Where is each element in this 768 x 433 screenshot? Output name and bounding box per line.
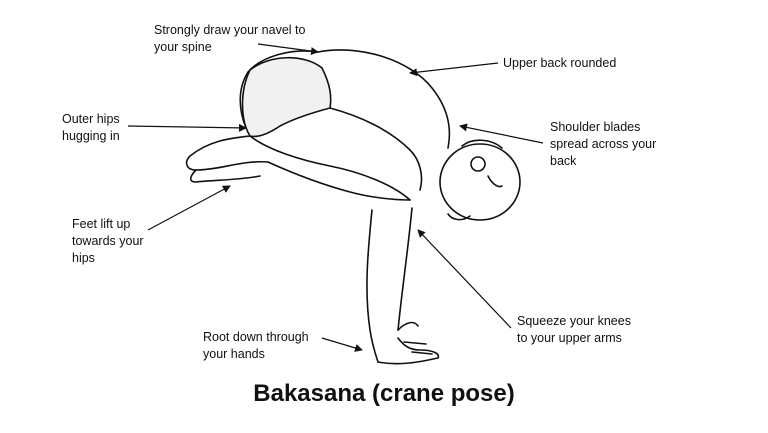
foot [189, 169, 261, 183]
hands-leader [321, 337, 363, 352]
figure [185, 49, 521, 365]
upper-back-leader [409, 62, 499, 77]
feet-leader [147, 185, 231, 231]
hand [377, 337, 440, 365]
annotation-navel: Strongly draw your navel to your spine [154, 23, 306, 54]
shorts [241, 56, 332, 138]
annotation-knees: Squeeze your knees to your upper arms [517, 314, 631, 345]
outer-hips-leader [127, 123, 247, 132]
annotation-feet: Feet lift up towards your hips [72, 217, 144, 265]
head [439, 143, 521, 221]
figure-title: Bakasana (crane pose) [253, 380, 515, 407]
navel-leader [257, 43, 319, 56]
annotation-upper-back: Upper back rounded [503, 56, 617, 70]
arm [366, 209, 379, 363]
shoulder-blades-leader [459, 123, 544, 144]
annotation-shoulder-blades: Shoulder blades spread across your back [550, 120, 657, 168]
leader-lines [127, 43, 544, 352]
annotation-outer-hips: Outer hips hugging in [62, 112, 120, 143]
annotation-hands: Root down through your hands [203, 330, 309, 361]
knees-leader [417, 229, 512, 329]
